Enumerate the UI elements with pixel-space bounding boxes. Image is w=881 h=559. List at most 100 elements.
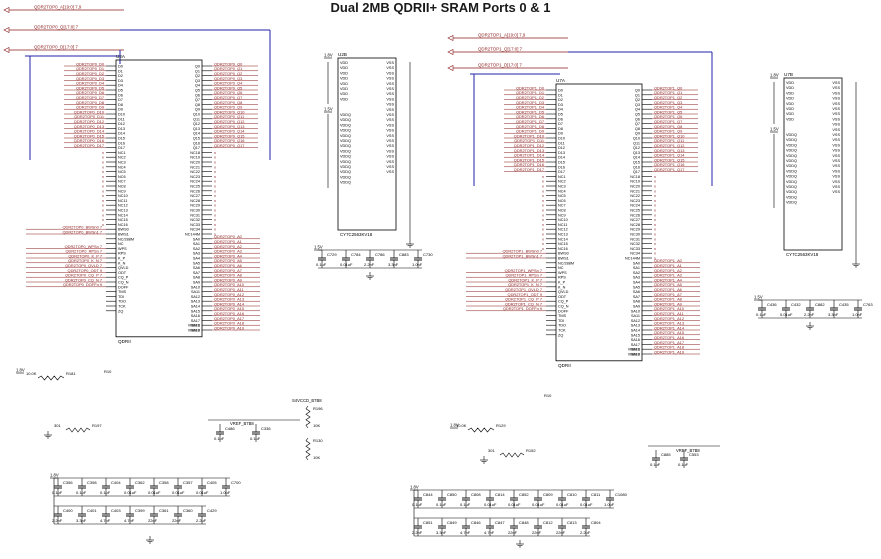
p0-u2a-anet-14: QDR2TOP0_A14 — [214, 301, 245, 306]
p0-u2b-vss-2: VSS — [386, 71, 394, 75]
p1-u7a-dnet-6: QDR2TOP1_D6 — [516, 114, 544, 119]
p0-u2a-pin-left-41: K_N — [118, 261, 126, 265]
p0-u2a-pin-right-17: Q17 — [193, 146, 200, 150]
p1-u7a-qnet-1: QDR2TOP1_Q1 — [654, 90, 682, 95]
p1-u7a-qnet-13: QDR2TOP1_Q13 — [654, 148, 684, 153]
p0-u2a-pin-left-42: QVLD — [118, 266, 129, 270]
p1-u7a-nc-left-23: x — [542, 198, 544, 203]
p1-vref-cap-1-value: 0.1uF — [678, 462, 689, 467]
p0-bank1-cap-6-value: 0.01uF — [196, 490, 209, 495]
p1-u7a-ctrl-6: QDR2TOP1_QVLD 7 — [505, 287, 542, 292]
p0-u2a-dnet-1: QDR2TOP0_D1 — [76, 66, 104, 71]
p1-u7a-pin-right-40: SA4 — [633, 281, 640, 285]
p1-u7b-vddq-5: VDDQ — [786, 159, 797, 163]
p0-u2a-pin-left-44: CQ_P — [118, 276, 129, 280]
p1-u7a-nc-left-20: x — [542, 184, 544, 189]
p0-u2a-qnet-3: QDR2TOP0_Q3 — [214, 76, 242, 81]
p0-u2a-qnet-14: QDR2TOP0_Q14 — [214, 129, 245, 134]
p1-u7a-anet-18: QDR2TOP1_A18 — [654, 345, 684, 350]
p0-u2a-pin-right-16: Q16 — [193, 141, 200, 145]
p0-u2b-vss-7: VSS — [386, 97, 394, 101]
p0-u2a-pin-left-31: NC14 — [118, 213, 128, 217]
p0-u2a-nc-left-21: x — [102, 164, 104, 169]
p0-u2a-nc-left-28: x — [102, 198, 104, 203]
p1-u7a-pin-left-37: NC — [558, 266, 564, 270]
p1-u7a-pin-right-10: Q10 — [633, 137, 640, 141]
p0-u2a-dnet-8: QDR2TOP0_D8 — [76, 100, 104, 105]
p0-decap-cap-1-value: 0.01uF — [340, 262, 353, 267]
p1-u7b-vss-17: VSS — [832, 169, 840, 173]
p1-decap-cap-3-ref: C435 — [839, 302, 849, 307]
p1-u7a-ctrl-5: QDR2TOP1_K_N 7 — [508, 282, 542, 287]
p0-bank2-cap-3-value: 4.7nF — [124, 518, 135, 523]
p0-u2a-dnet-10: QDR2TOP0_D10 — [74, 109, 105, 114]
p0-bank2-cap-6-value: 2.2uF — [196, 518, 207, 523]
p0-u2a-pin-right-2: Q2 — [195, 74, 200, 78]
p1-u7a-pin-right-27: NC27 — [630, 218, 640, 222]
p1-u7a-pin-left-18: NC1 — [558, 175, 566, 179]
p1-u7a-nc-right-30: x — [654, 232, 656, 237]
p0-u2a-pin-right-3: Q3 — [195, 79, 200, 83]
p0-u2a-pin-left-24: NC7 — [118, 180, 126, 184]
p0-u2b-vss-19: VSS — [386, 160, 394, 164]
p1-bank1-cap-7-value: 0.01uF — [580, 502, 593, 507]
p0-u2a-dnet-14: QDR2TOP0_D14 — [74, 129, 105, 134]
p1-u7a-dnet-0: QDR2TOP1_D0 — [516, 85, 545, 90]
p1-u7b-vss-4: VSS — [832, 102, 840, 106]
p0-u2a-nc-right-23: x — [214, 174, 216, 179]
p1-u7a-pin-right-42: SA6 — [633, 290, 640, 294]
p1-u7b-vdd-1: VDD — [786, 86, 794, 90]
p0-u2a-ctrl-0: QDR2TOP0_BWSn0 7 — [63, 225, 103, 230]
p0-u2a-vref-pin-1: VREF2 — [188, 328, 200, 332]
p0-u2a-ctrl-7: QDR2TOP0_ODT 9 — [68, 268, 102, 273]
p0-u2a-nc-right-21: x — [214, 164, 216, 169]
p1-u7a-qnet-2: QDR2TOP1_Q2 — [654, 95, 682, 100]
p1-r129-ref: R129 — [496, 423, 506, 428]
p0-u2a-pin-left-43: ODT — [118, 271, 127, 275]
p0-u2a-pin-left-16: D16 — [118, 141, 125, 145]
p0-vref-cap-0-value: 0.1uF — [214, 436, 225, 441]
p0-bank1-cap-6-ref: C405 — [207, 480, 217, 485]
p1-bus-q-arrow — [447, 49, 454, 55]
p0-u2a-qnet-16: QDR2TOP0_Q16 — [214, 138, 244, 143]
p0-u2a-pin-left-51: ZQ — [118, 309, 123, 313]
p1-bank1-cap-5-value: 0.01uF — [532, 502, 545, 507]
p1-u7a-pin-left-25: NC8 — [558, 209, 566, 213]
p0-r130-ref: R130 — [313, 438, 323, 443]
p1-u7b-vss-8: VSS — [832, 123, 840, 127]
p1-u7a-pin-right-44: SA8 — [633, 300, 640, 304]
p1-u7a-pin-right-36: SA0 — [633, 261, 640, 265]
p0-u2b-vss-18: VSS — [386, 155, 394, 159]
p1-u7a-pin-right-41: SA5 — [633, 285, 640, 289]
p1-u7a-anet-8: QDR2TOP1_A8 — [654, 297, 682, 302]
p0-u2a-dnet-5: QDR2TOP0_D5 — [76, 85, 104, 90]
p1-u7a-pin-right-2: Q2 — [635, 98, 640, 102]
p0-vref-cap-1-value: 0.1uF — [250, 436, 261, 441]
p1-u7a-pin-right-23: NC23 — [630, 199, 640, 203]
p1-u7a-pin-left-26: NC9 — [558, 213, 566, 217]
p0-bank1-cap-2-ref: C404 — [111, 480, 121, 485]
p1-u7a-pin-right-13: Q13 — [633, 151, 640, 155]
p0-u2a-nc-right-22: x — [214, 169, 216, 174]
p0-u2b-vddq-9: VDDQ — [340, 160, 351, 164]
p1-u7a-pin-right-0: Q0 — [635, 89, 640, 93]
p0-u2a-pin-right-32: NC32 — [190, 218, 200, 222]
p0-bank1-cap-3-value: 0.01uF — [124, 490, 137, 495]
p0-u2a-anet-0: QDR2TOP0_A0 — [214, 234, 243, 239]
p0-u2a-anet-4: QDR2TOP0_A4 — [214, 253, 243, 258]
p1-u7a-nc-right-34: x — [654, 251, 656, 256]
p0-u2a-dnet-2: QDR2TOP0_D2 — [76, 71, 104, 76]
p1-u7b-vddq-6: VDDQ — [786, 164, 797, 168]
p0-u2a-vref-pin-0: VREF1 — [188, 323, 200, 327]
p0-u2a-nc-right-35: x — [214, 232, 216, 237]
p0-u2a-nc-left-22: x — [102, 169, 104, 174]
p0-u2b-vss-13: VSS — [386, 129, 394, 133]
p1-bus-d-arrow — [447, 65, 454, 71]
p0-decap-rail-label: 1.5V — [314, 245, 323, 250]
p1-u7a-pin-right-5: Q5 — [635, 113, 640, 117]
p1-u7b-vddq-0: VDDQ — [786, 133, 797, 137]
p0-bank1-cap-7-ref: C700 — [231, 480, 241, 485]
p0-u2a-anet-3: QDR2TOP0_A3 — [214, 249, 242, 254]
p0-u2b-vdd-1: VDD — [340, 66, 348, 70]
p0-bank1-cap-0-value: 0.1uF — [52, 490, 63, 495]
